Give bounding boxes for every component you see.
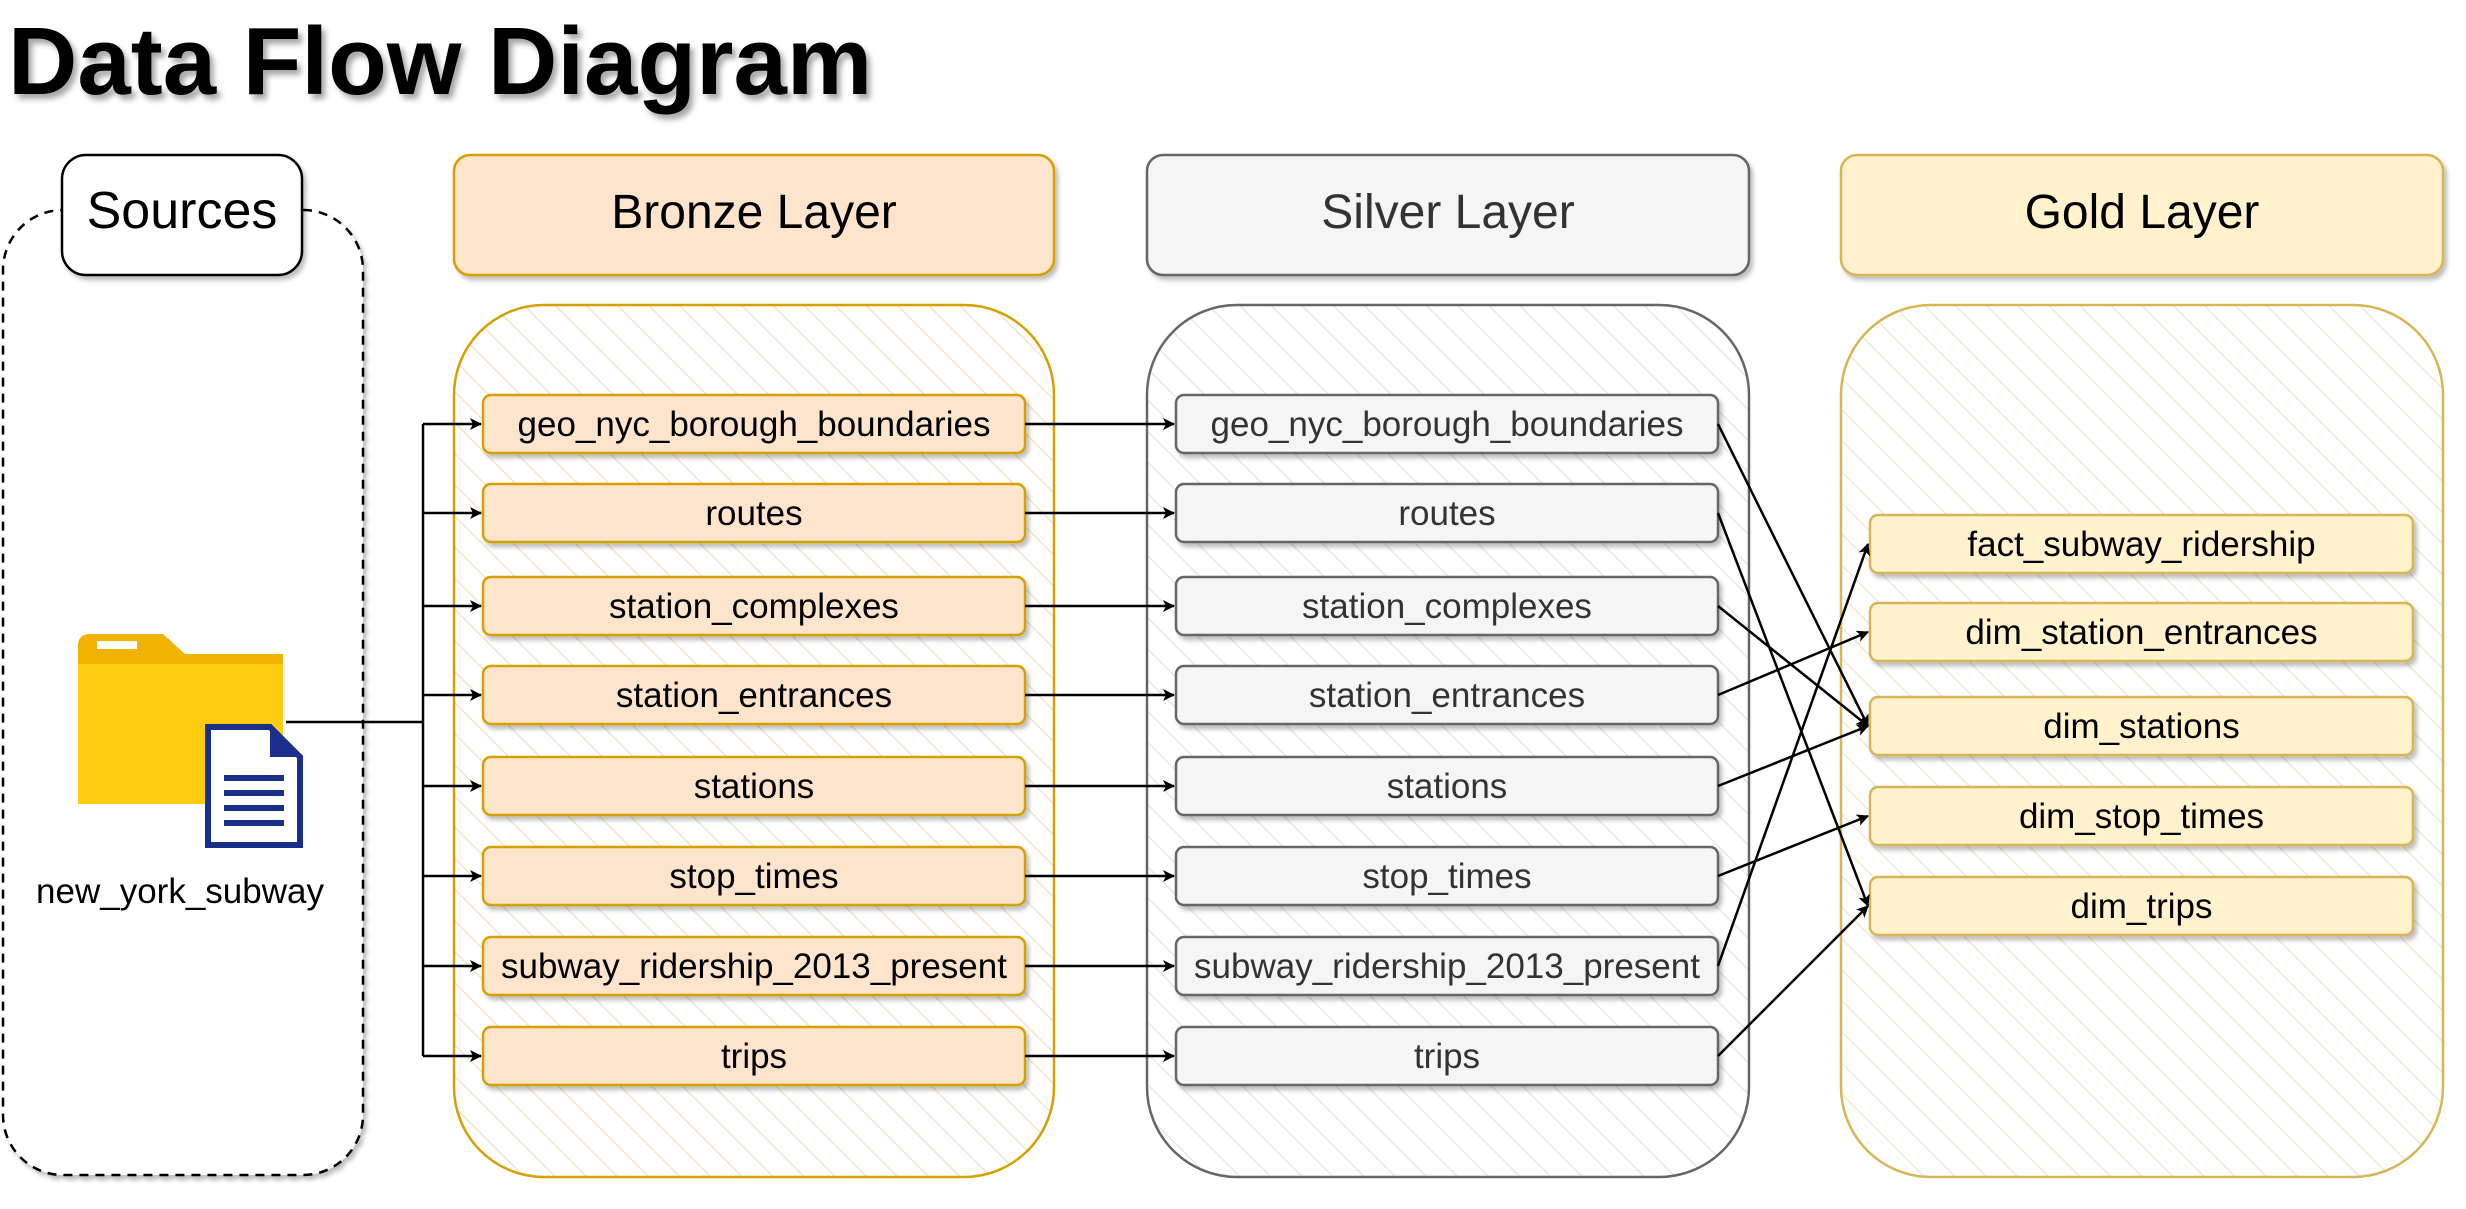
arrow-silver-to-gold bbox=[1717, 605, 1869, 727]
silver-table-station-entrances: station_entrances bbox=[1174, 664, 1720, 726]
bronze-table-label: subway_ridership_2013_present bbox=[501, 947, 1007, 986]
gold-table-label: fact_subway_ridership bbox=[1967, 525, 2315, 564]
gold-column: Gold Layer fact_subway_ridership dim_stat… bbox=[1839, 153, 2445, 1179]
gold-table-dim-station-entrances: dim_station_entrances bbox=[1868, 601, 2415, 663]
silver-header-box bbox=[1145, 153, 1751, 277]
bronze-table-label: stop_times bbox=[669, 857, 838, 896]
gold-table-dim-trips: dim_trips bbox=[1868, 875, 2415, 937]
silver-table-label: stations bbox=[1387, 767, 1508, 806]
gold-table-fact-subway-ridership: fact_subway_ridership bbox=[1868, 513, 2415, 575]
gold-table-box bbox=[1868, 695, 2415, 757]
flow-connectors bbox=[286, 418, 1870, 1062]
silver-header: Silver Layer bbox=[1321, 186, 1574, 239]
silver-table-label: geo_nyc_borough_boundaries bbox=[1211, 405, 1684, 444]
gold-table-label: dim_trips bbox=[2071, 887, 2213, 926]
gold-table-dim-stations: dim_stations bbox=[1868, 695, 2415, 757]
silver-table-geo-nyc-borough-boundaries: geo_nyc_borough_boundaries bbox=[1174, 393, 1720, 455]
silver-table-station-complexes: station_complexes bbox=[1174, 575, 1720, 637]
bronze-header: Bronze Layer bbox=[611, 186, 897, 239]
gold-table-box bbox=[1868, 785, 2415, 847]
bronze-table-routes: routes bbox=[481, 482, 1027, 544]
silver-table-label: trips bbox=[1414, 1037, 1480, 1076]
arrow-silver-to-gold bbox=[1716, 543, 1870, 967]
bronze-table-label: stations bbox=[694, 767, 815, 806]
bronze-table-geo-nyc-borough-boundaries: geo_nyc_borough_boundaries bbox=[481, 393, 1027, 455]
silver-table-label: station_entrances bbox=[1309, 676, 1585, 715]
gold-table-box bbox=[1868, 601, 2415, 663]
bronze-table-label: station_complexes bbox=[609, 587, 899, 626]
silver-table-label: stop_times bbox=[1362, 857, 1531, 896]
gold-table-box bbox=[1868, 875, 2415, 937]
silver-table-stations: stations bbox=[1174, 755, 1720, 817]
silver-column: Silver Layer geo_nyc_borough_boundariesr… bbox=[1145, 153, 1751, 1179]
bronze-table-trips: trips bbox=[481, 1025, 1027, 1087]
gold-table-box bbox=[1868, 513, 2415, 575]
bronze-header-box bbox=[452, 153, 1056, 277]
bronze-table-label: station_entrances bbox=[616, 676, 892, 715]
gold-table-label: dim_stop_times bbox=[2019, 797, 2264, 836]
arrow-silver-to-gold bbox=[1717, 905, 1869, 1057]
silver-table-trips: trips bbox=[1174, 1025, 1720, 1087]
sources-column: Sources new_york_subway bbox=[1, 153, 365, 1177]
silver-table-subway-ridership-2013-present: subway_ridership_2013_present bbox=[1174, 935, 1720, 997]
gold-table-label: dim_station_entrances bbox=[1965, 613, 2317, 652]
silver-table-routes: routes bbox=[1174, 482, 1720, 544]
bronze-table-stations: stations bbox=[481, 755, 1027, 817]
bronze-table-station-entrances: station_entrances bbox=[481, 664, 1027, 726]
bronze-table-subway-ridership-2013-present: subway_ridership_2013_present bbox=[481, 935, 1027, 997]
source-label: new_york_subway bbox=[36, 872, 324, 911]
bronze-table-label: trips bbox=[721, 1037, 787, 1076]
page-title: Data Flow Diagram bbox=[8, 8, 872, 115]
gold-table-label: dim_stations bbox=[2043, 707, 2239, 746]
arrow-silver-to-gold bbox=[1717, 630, 1869, 697]
gold-header-box bbox=[1839, 153, 2445, 277]
bronze-table-station-complexes: station_complexes bbox=[481, 575, 1027, 637]
bronze-table-label: routes bbox=[705, 494, 802, 533]
arrow-silver-to-gold bbox=[1717, 814, 1869, 878]
sources-header: Sources bbox=[87, 182, 278, 240]
silver-table-stop-times: stop_times bbox=[1174, 845, 1720, 907]
bronze-table-stop-times: stop_times bbox=[481, 845, 1027, 907]
silver-table-label: subway_ridership_2013_present bbox=[1194, 947, 1700, 986]
arrow-silver-to-gold bbox=[1716, 512, 1870, 907]
arrow-silver-to-gold bbox=[1716, 423, 1870, 727]
silver-table-label: station_complexes bbox=[1302, 587, 1592, 626]
bronze-table-label: geo_nyc_borough_boundaries bbox=[518, 405, 991, 444]
bronze-column: Bronze Layer geo_nyc_borough_boundariesr… bbox=[452, 153, 1056, 1179]
silver-table-label: routes bbox=[1398, 494, 1495, 533]
folder-document-icon bbox=[78, 634, 303, 848]
gold-table-dim-stop-times: dim_stop_times bbox=[1868, 785, 2415, 847]
sources-header-box bbox=[60, 153, 304, 277]
gold-header: Gold Layer bbox=[2025, 186, 2260, 239]
